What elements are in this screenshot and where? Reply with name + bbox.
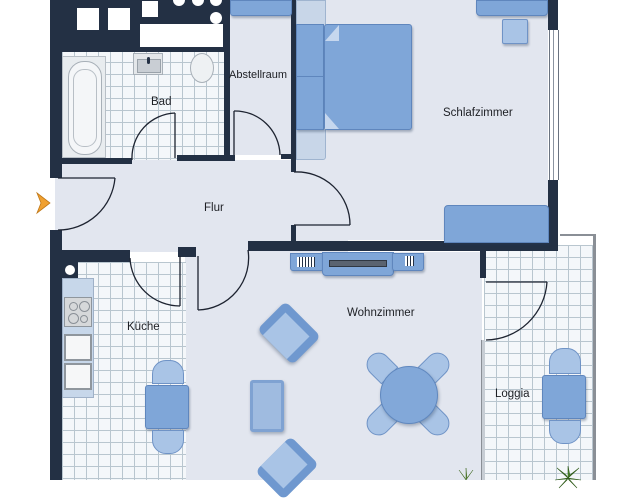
shaft-pipe (210, 12, 222, 24)
shaft-pipe (192, 0, 204, 6)
burner-icon (80, 315, 88, 323)
wall-schlaf-right-bottom (548, 180, 558, 250)
loggia-chair-top (549, 348, 581, 374)
tv-stand-left (290, 253, 324, 271)
kitchen-chair-bottom (152, 430, 184, 454)
double-bed (324, 24, 412, 130)
wall-left-upper (50, 0, 62, 178)
loggia-glass-wall (481, 340, 485, 480)
loggia-railing (560, 234, 596, 480)
stove (64, 297, 92, 327)
bathtub-inner (73, 69, 97, 147)
wall-schlaf-bottom (248, 241, 558, 251)
door-swings (57, 110, 548, 341)
desk-chair (502, 19, 528, 44)
sink-kueche-left (64, 334, 92, 361)
burner-icon (69, 302, 78, 311)
nightstand-top (296, 24, 324, 78)
shaft-hole (142, 1, 158, 17)
shaft-pipe (210, 0, 222, 6)
nightstand-bottom (296, 76, 324, 130)
burner-icon (68, 313, 79, 324)
wall-left-lower (50, 230, 62, 480)
plant-icon (458, 467, 474, 481)
wall-bad-right (224, 48, 230, 158)
room-label-abstellraum: Abstellraum (229, 69, 288, 81)
shaft-pipe (173, 0, 185, 6)
room-label-schlafzimmer: Schlafzimmer (443, 107, 513, 119)
wall-abstell-bottom (281, 154, 295, 159)
wall-bad-bottom-right (177, 155, 235, 161)
toilet (190, 53, 214, 83)
window-schlafzimmer (549, 30, 559, 180)
coffee-table (250, 380, 284, 432)
tv-stand (322, 252, 394, 276)
pillow-icon (325, 25, 339, 41)
room-label-loggia: Loggia (495, 388, 530, 400)
sink-kueche-right (64, 363, 92, 390)
shaft-hole (108, 8, 130, 30)
plant-icon (554, 465, 582, 489)
wall-schlaf-left-lower (291, 225, 296, 245)
room-label-wohnzimmer: Wohnzimmer (347, 307, 415, 319)
burner-icon (79, 301, 90, 312)
room-label-flur: Flur (204, 202, 224, 214)
wall-kueche-top-right (178, 247, 196, 257)
shaft-hole (140, 24, 223, 47)
wall-loggia-left (480, 248, 486, 278)
desk (476, 0, 548, 16)
wall-bad-bottom-left (60, 158, 132, 164)
abstell-shelf (230, 0, 292, 16)
wall-kueche-top-left (50, 250, 130, 262)
room-label-bad: Bad (151, 96, 172, 108)
dining-table (380, 366, 438, 424)
kitchen-chair-top (152, 360, 184, 384)
entrance-arrow-icon (36, 191, 51, 215)
kueche-pipe (65, 265, 75, 275)
tv-icon (329, 260, 387, 267)
room-label-kueche: Küche (127, 321, 160, 333)
loggia-table (542, 375, 586, 419)
tv-stand-right (392, 253, 424, 271)
flur-floor (55, 160, 348, 252)
abstellraum-floor (230, 0, 294, 155)
faucet-icon (147, 57, 150, 64)
dresser (444, 205, 549, 243)
wall-abstell-right (291, 0, 296, 172)
bathtub (62, 56, 106, 158)
kitchen-table (145, 385, 189, 429)
sink (133, 53, 163, 75)
loggia-chair-bottom (549, 420, 581, 444)
wall-schlaf-right-top (548, 0, 558, 30)
pillow-icon (325, 113, 339, 129)
shaft-hole (77, 8, 99, 30)
